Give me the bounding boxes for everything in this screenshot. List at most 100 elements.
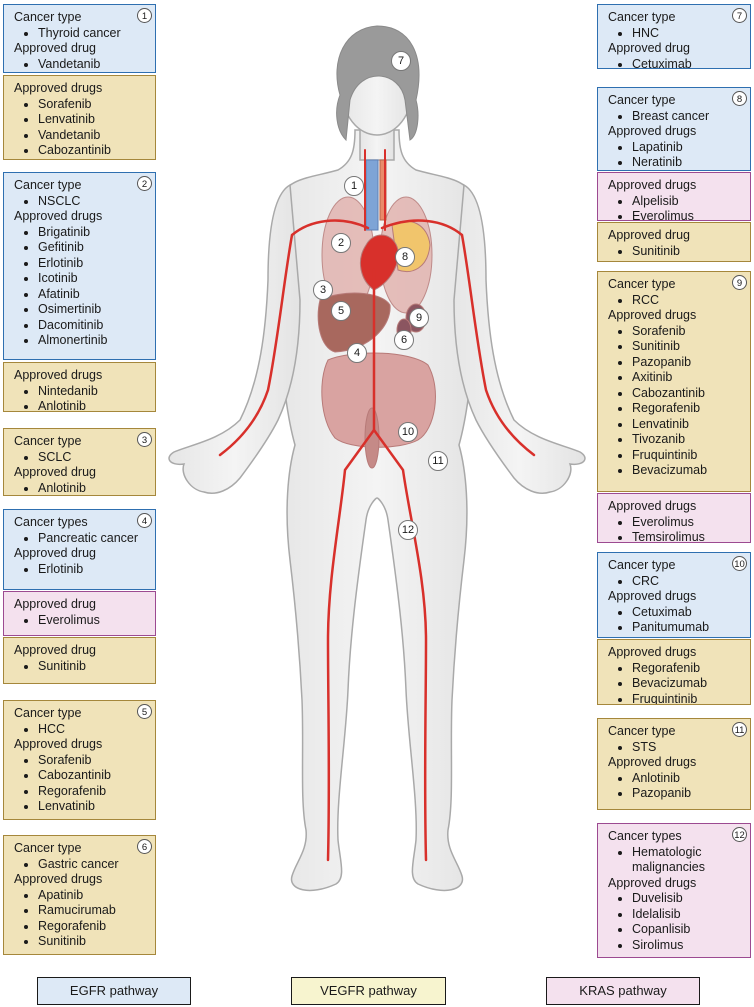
group-heading: Approved drugs xyxy=(608,875,697,890)
item-list: RCC xyxy=(608,293,742,309)
group-heading: Approved drugs xyxy=(608,645,697,659)
list-item: Thyroid cancer xyxy=(38,26,147,42)
box-number-badge: 10 xyxy=(732,556,747,571)
body-marker-4: 4 xyxy=(347,343,367,363)
list-item: Alpelisib xyxy=(632,194,742,210)
list-item: Pazopanib xyxy=(632,355,742,371)
item-list: Gastric cancer xyxy=(14,857,147,873)
list-item: Regorafenib xyxy=(632,661,742,677)
item-list: ApatinibRamucirumabRegorafenibSunitinib xyxy=(14,888,147,950)
group-heading: Cancer type xyxy=(14,178,82,192)
item-list: HCC xyxy=(14,722,147,738)
box-number-badge: 2 xyxy=(137,176,152,191)
box-number-badge: 4 xyxy=(137,513,152,528)
body-marker-2: 2 xyxy=(331,233,351,253)
arteries xyxy=(218,149,536,862)
item-list: Cetuximab xyxy=(608,57,742,69)
list-item: Lenvatinib xyxy=(38,799,147,815)
item-list: AnlotinibPazopanib xyxy=(608,771,742,802)
item-list: Anlotinib xyxy=(14,481,147,496)
box-8-kras: Approved drugsAlpelisibEverolimus xyxy=(597,172,751,221)
list-item: Breast cancer xyxy=(632,109,742,125)
body-marker-5: 5 xyxy=(331,301,351,321)
list-item: Lenvatinib xyxy=(38,112,147,128)
list-item: Pancreatic cancer xyxy=(38,531,147,547)
group-heading: Cancer type xyxy=(14,841,82,855)
list-item: Tivozanib xyxy=(632,432,742,448)
list-item: Osimertinib xyxy=(38,302,147,318)
item-list: STS xyxy=(608,740,742,756)
item-list: NintedanibAnlotinib xyxy=(14,384,147,412)
item-list: SorafenibCabozantinibRegorafenibLenvatin… xyxy=(14,753,147,815)
list-item: Anlotinib xyxy=(38,481,147,496)
item-list: SCLC xyxy=(14,450,147,466)
group-heading: Approved drug xyxy=(14,597,97,611)
list-item: Sorafenib xyxy=(38,97,147,113)
list-item: Fruquintinib xyxy=(632,448,742,464)
group-heading: Approved drug xyxy=(14,41,97,55)
group-heading: Cancer type xyxy=(608,93,676,107)
list-item: Gefitinib xyxy=(38,240,147,256)
list-item: RCC xyxy=(632,293,742,309)
item-list: CRC xyxy=(608,574,742,590)
body-marker-9: 9 xyxy=(409,308,429,328)
list-item: Temsirolimus xyxy=(632,530,742,542)
list-item: Copanlisib xyxy=(632,922,742,938)
item-list: Everolimus xyxy=(14,613,147,629)
list-item: Hematologic malignancies xyxy=(632,845,742,876)
item-list: Erlotinib xyxy=(14,562,147,578)
item-list: HNC xyxy=(608,26,742,42)
item-list: Vandetanib xyxy=(14,57,147,73)
box-1-vegfr: Approved drugsSorafenibLenvatinibVandeta… xyxy=(3,75,156,160)
group-heading: Approved drug xyxy=(14,546,97,560)
list-item: Axitinib xyxy=(632,370,742,386)
list-item: HNC xyxy=(632,26,742,42)
list-item: Brigatinib xyxy=(38,225,147,241)
list-item: Sirolimus xyxy=(632,938,742,954)
item-list: EverolimusTemsirolimus xyxy=(608,515,742,543)
list-item: Sorafenib xyxy=(632,324,742,340)
legend-egfr: EGFR pathway xyxy=(37,977,191,1005)
list-item: Sunitinib xyxy=(632,244,742,260)
legend-egfr-label: EGFR pathway xyxy=(69,983,159,998)
group-heading: Cancer type xyxy=(608,558,676,572)
list-item: Everolimus xyxy=(632,515,742,531)
group-heading: Approved drugs xyxy=(14,737,103,751)
group-heading: Cancer type xyxy=(608,10,676,24)
list-item: Cetuximab xyxy=(632,57,742,69)
list-item: Ramucirumab xyxy=(38,903,147,919)
list-item: Anlotinib xyxy=(38,399,147,411)
list-item: Anlotinib xyxy=(632,771,742,787)
legend-kras-label: KRAS pathway xyxy=(579,983,667,998)
item-list: Hematologic malignancies xyxy=(608,845,742,876)
group-heading: Cancer type xyxy=(608,724,676,738)
list-item: Almonertinib xyxy=(38,333,147,349)
list-item: Lapatinib xyxy=(632,140,742,156)
list-item: Neratinib xyxy=(632,155,742,170)
box-4-vegfr: Approved drugSunitinib xyxy=(3,637,156,684)
list-item: Icotinib xyxy=(38,271,147,287)
box-number-badge: 8 xyxy=(732,91,747,106)
box-4-kras: Approved drugEverolimus xyxy=(3,591,156,636)
body-marker-11: 11 xyxy=(428,451,448,471)
list-item: Fruquintinib xyxy=(632,692,742,705)
list-item: Everolimus xyxy=(38,613,147,629)
group-heading: Cancer type xyxy=(14,434,82,448)
body-marker-8: 8 xyxy=(395,247,415,267)
box-2-vegfr: Approved drugsNintedanibAnlotinib xyxy=(3,362,156,412)
list-item: Regorafenib xyxy=(38,919,147,935)
list-item: Bevacizumab xyxy=(632,463,742,479)
item-list: CetuximabPanitumumab xyxy=(608,605,742,636)
group-heading: Approved drugs xyxy=(14,872,103,886)
legend-vegfr: VEGFR pathway xyxy=(291,977,446,1005)
list-item: Bevacizumab xyxy=(632,676,742,692)
group-heading: Approved drugs xyxy=(608,499,697,513)
group-heading: Cancer types xyxy=(14,515,88,529)
item-list: SorafenibSunitinibPazopanibAxitinibCaboz… xyxy=(608,324,742,479)
group-heading: Approved drugs xyxy=(14,368,103,382)
